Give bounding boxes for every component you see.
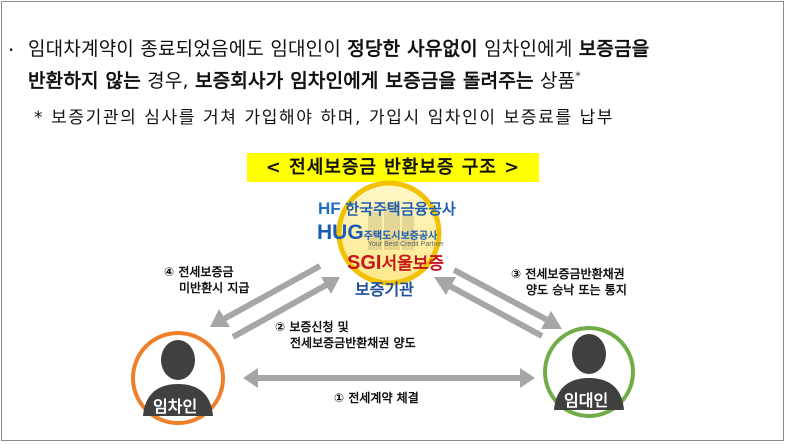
footnote-marker: * [575, 69, 581, 83]
flow-3-label: ③ 전세보증금반환채권 양도 승낙 또는 통지 [511, 266, 627, 298]
flow-3-line2: 양도 승낙 또는 통지 [526, 283, 627, 297]
flow-4-line2: 미반환시 지급 [179, 281, 250, 295]
org-hug-slogan: Your Best Credit Partner [368, 241, 444, 248]
org-sgi-logo: SGI서울보증 [347, 249, 444, 275]
org-hug-logo: HUG주택도시보증공사 [317, 221, 437, 245]
diagram-title: < 전세보증금 반환보증 구조 > [247, 153, 539, 182]
intro-line-2-seg: 보증회사가 임차인에게 보증금을 돌려주는 [195, 70, 534, 92]
org-hf-name: 한국주택금융공사 [345, 200, 456, 218]
intro-line-1-seg: 보증금을 [578, 38, 650, 60]
intro-line-1-seg: 임차인에게 [477, 38, 579, 60]
flow-2-line2: 전세보증금반환채권 양도 [290, 336, 416, 350]
building-icon [368, 204, 414, 250]
intro-line-1-seg: 정당한 사유없이 [347, 38, 478, 60]
org-hug-mark: HUG [317, 221, 364, 244]
landlord-label: 임대인 [564, 391, 609, 410]
intro-line-2-seg: 상품 [533, 70, 576, 92]
intro-line-2-seg: 경우, [140, 70, 195, 92]
bullet-marker: · [8, 38, 15, 62]
flow-2-label: ② 보증신청 및 전세보증금반환채권 양도 [275, 319, 416, 351]
intro-line-1-seg: 임대차계약이 종료되었음에도 임대인이 [28, 38, 348, 60]
flow-2-line1: ② 보증신청 및 [275, 320, 349, 334]
flow-4-line1: ④ 전세보증금 [164, 265, 234, 279]
arrow-2-tenant-to-guarantor [231, 277, 340, 340]
guarantor-ring [336, 180, 442, 286]
intro-line-2-seg: 반환하지 않는 [28, 70, 141, 92]
footnote-text: * 보증기관의 심사를 거쳐 가입해야 하며, 가입시 임차인이 보증료를 납부 [34, 108, 615, 128]
arrow-4-guarantor-to-tenant [210, 263, 322, 327]
guarantor-label: 보증기관 [355, 280, 414, 299]
org-hf-mark: HF [318, 199, 341, 218]
org-hf-logo: HF 한국주택금융공사 [318, 198, 456, 219]
flow-1-label: ① 전세계약 체결 [334, 391, 419, 405]
flow-3-line1: ③ 전세보증금반환채권 [511, 267, 625, 281]
arrow-3-guarantor-to-landlord [452, 267, 562, 329]
org-hug-name: 주택도시보증공사 [363, 231, 438, 242]
intro-line-2: 반환하지 않는 경우, 보증회사가 임차인에게 보증금을 돌려주는 상품* [28, 66, 581, 93]
tenant-label: 임차인 [153, 397, 198, 416]
arrow-1-lease-contract [243, 368, 535, 388]
arrow-landlord-to-guarantor [434, 277, 544, 339]
flow-4-label: ④ 전세보증금 미반환시 지급 [164, 264, 249, 296]
org-sgi-name: 서울보증 [381, 254, 445, 274]
tenant-person-icon [143, 340, 213, 416]
intro-line-1: 임대차계약이 종료되었음에도 임대인이 정당한 사유없이 임차인에게 보증금을 [28, 34, 649, 61]
landlord-person-icon [554, 334, 624, 410]
org-sgi-mark: SGI [347, 252, 382, 274]
